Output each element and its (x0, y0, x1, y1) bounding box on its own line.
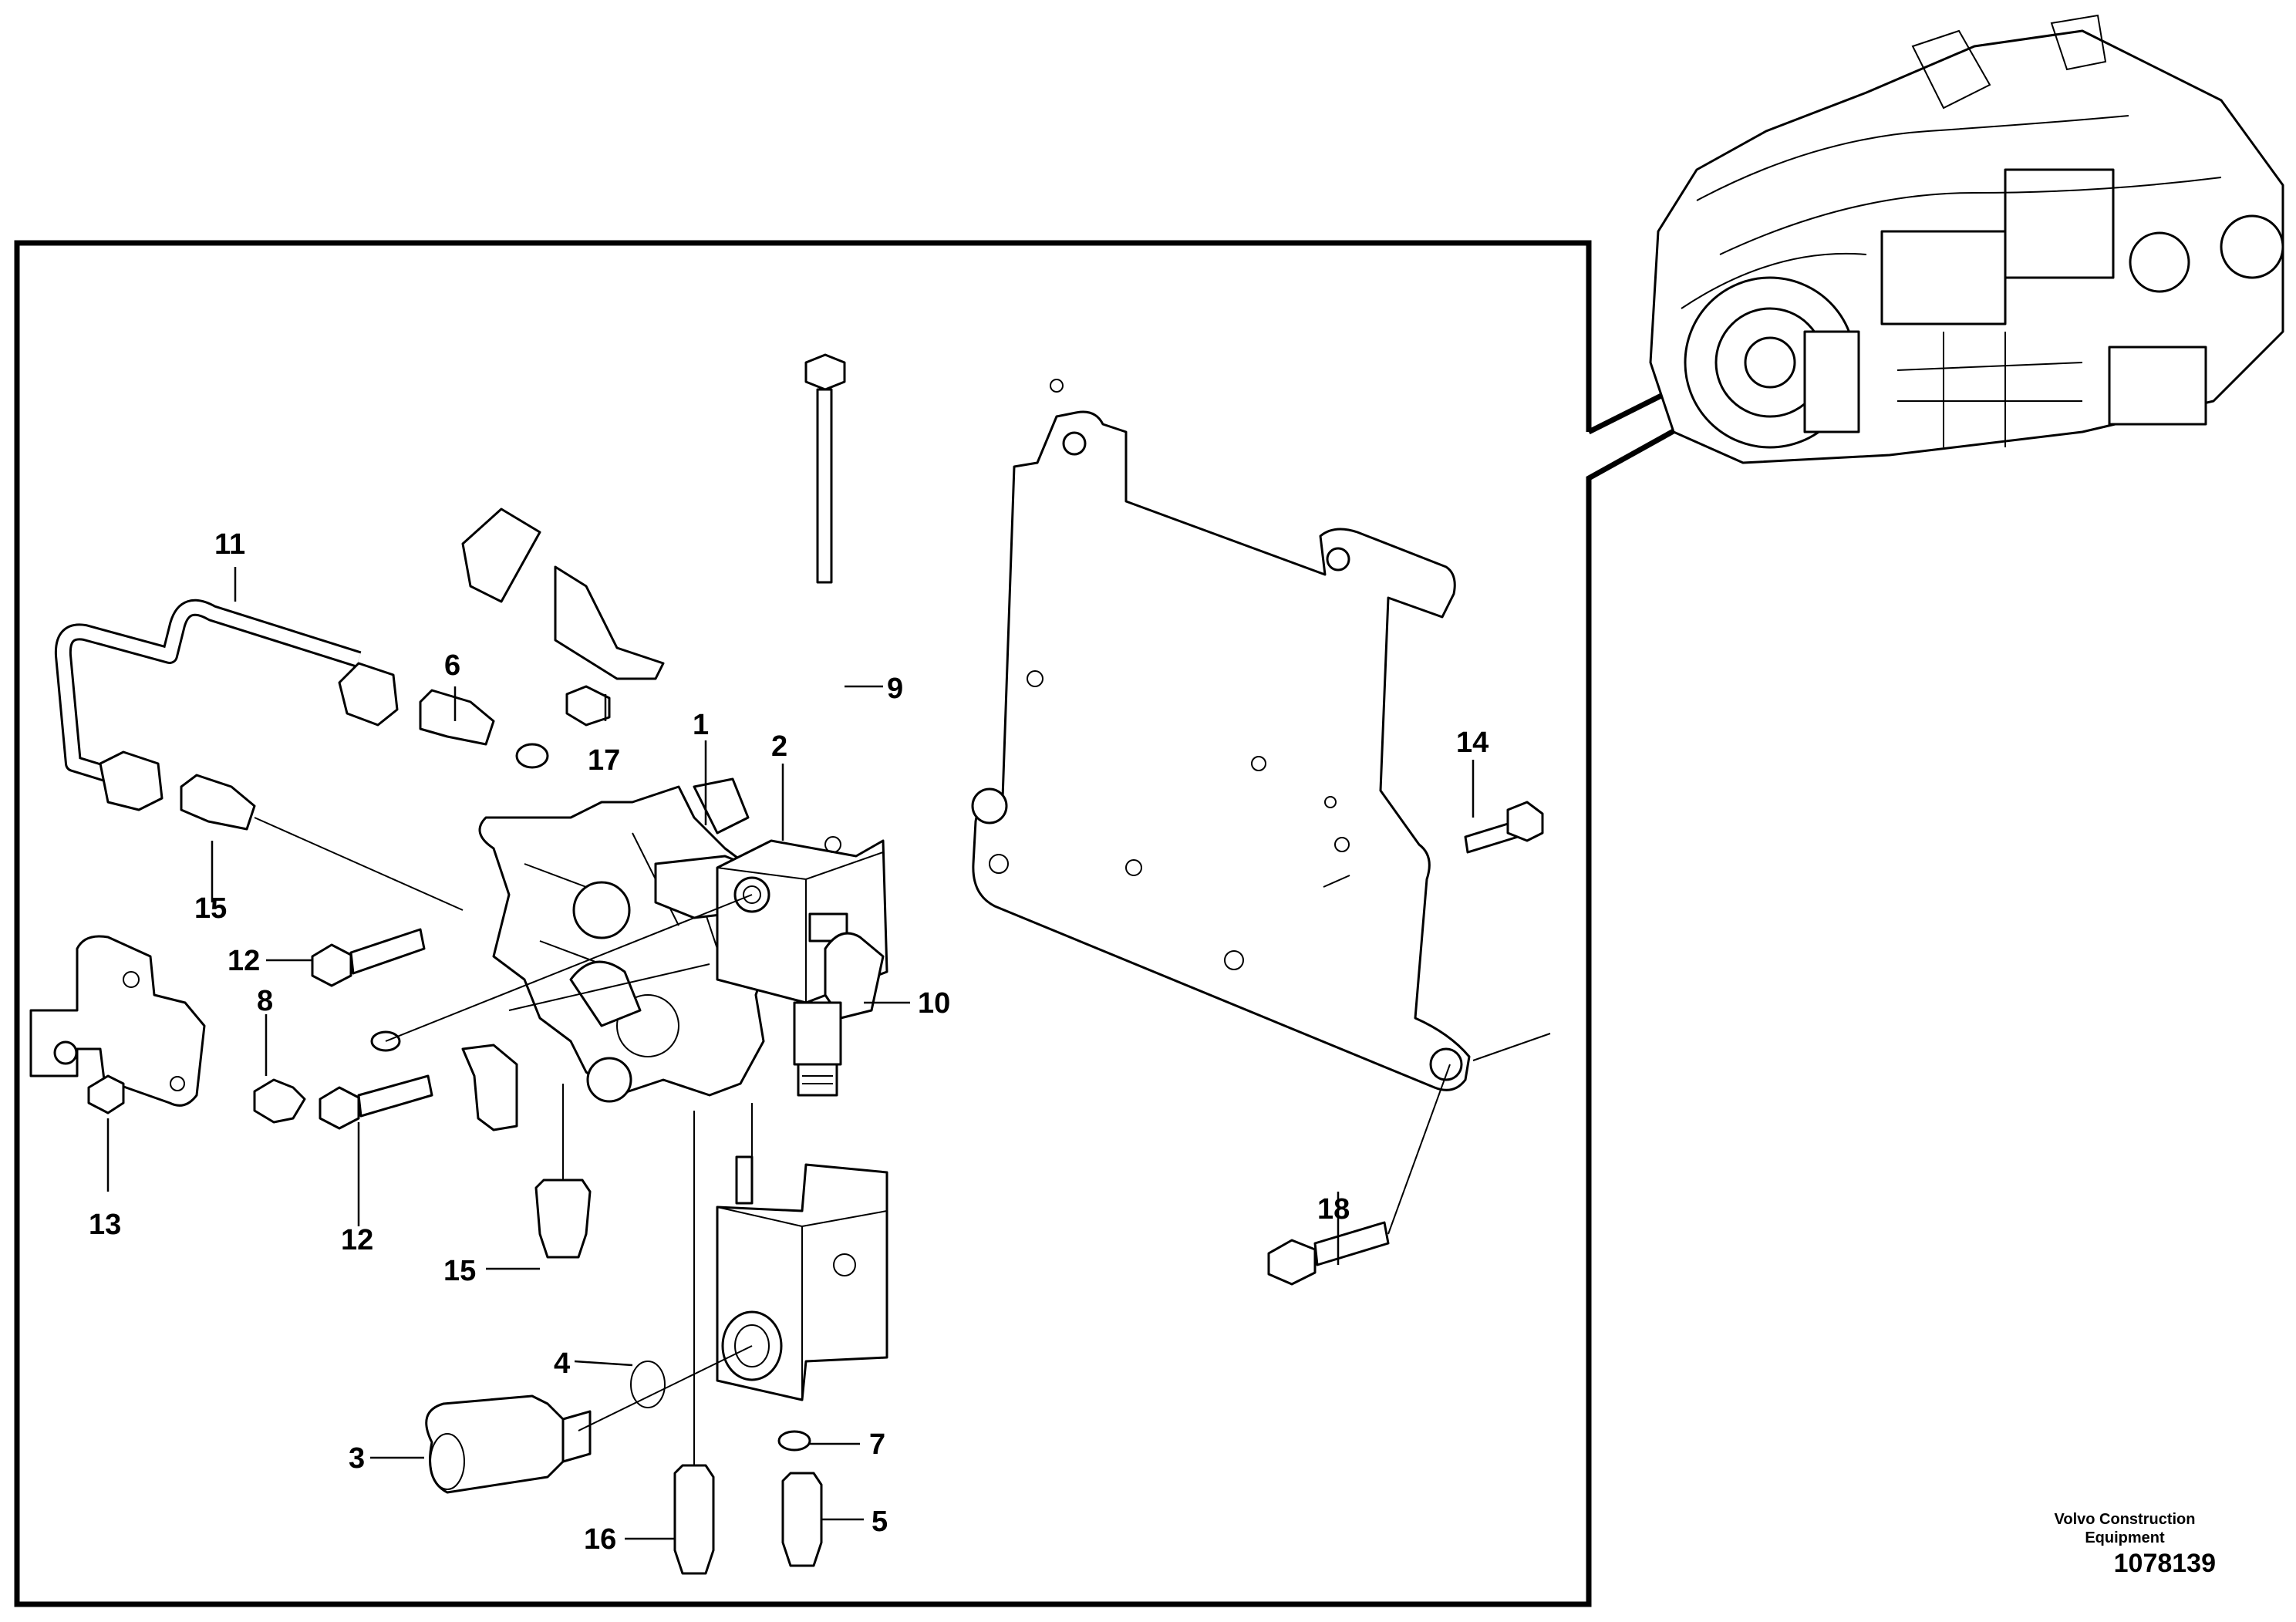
bolt-14 (1464, 801, 1544, 854)
bolt-13 (87, 1074, 125, 1114)
callout-9: 9 (887, 673, 903, 705)
callout-15-lower: 15 (443, 1255, 476, 1287)
seal-7 (777, 1430, 811, 1452)
fitting-6 (419, 689, 549, 769)
callout-12-lower: 12 (341, 1224, 373, 1256)
fitting-16 (673, 1464, 715, 1575)
o-ring-4 (630, 1361, 666, 1408)
fitting-15-top (180, 774, 256, 831)
clip-small (461, 1044, 518, 1131)
fitting-5 (781, 1472, 823, 1567)
callout-2: 2 (771, 730, 787, 763)
engine-overview (1649, 14, 2284, 464)
callout-13: 13 (89, 1209, 121, 1241)
drawing-number: 1078139 (2113, 1549, 2216, 1578)
callout-3: 3 (349, 1442, 365, 1475)
callout-4: 4 (554, 1347, 570, 1380)
pressure-sensor-assembly (793, 932, 885, 1097)
callout-16: 16 (584, 1523, 616, 1556)
callout-1: 1 (693, 709, 709, 741)
callout-7: 7 (869, 1428, 885, 1461)
callout-8: 8 (257, 985, 273, 1017)
pin (735, 1155, 754, 1205)
callout-11: 11 (214, 528, 245, 561)
brand-label: Volvo Construction Equipment (2054, 1511, 2196, 1546)
clip-top (461, 508, 665, 727)
fuel-pipe (54, 599, 399, 811)
fitting-8 (253, 1030, 401, 1124)
callout-14: 14 (1456, 727, 1489, 759)
fitting-15-lower (534, 1179, 592, 1259)
callout-12-upper: 12 (228, 945, 260, 977)
callout-15-upper: 15 (194, 892, 227, 925)
bolt-12-lower (319, 1074, 433, 1130)
lower-block (716, 1163, 888, 1401)
bolt-9 (804, 353, 846, 584)
bolt-12-upper (311, 928, 426, 987)
mounting-bracket (971, 379, 1471, 1091)
callout-17: 17 (588, 744, 620, 777)
callout-6: 6 (444, 649, 460, 682)
callout-5: 5 (872, 1506, 888, 1538)
callout-labels: 11 6 17 1 2 9 15 12 10 8 13 12 15 4 3 7 … (89, 528, 1489, 1556)
callout-10: 10 (918, 987, 950, 1020)
callout-18: 18 (1317, 1193, 1350, 1226)
bracket-left (29, 935, 206, 1107)
fuel-pump-body (478, 777, 773, 1103)
sensor-3 (425, 1394, 592, 1494)
bolt-18 (1267, 1221, 1390, 1286)
leader-lines (106, 567, 1551, 1540)
